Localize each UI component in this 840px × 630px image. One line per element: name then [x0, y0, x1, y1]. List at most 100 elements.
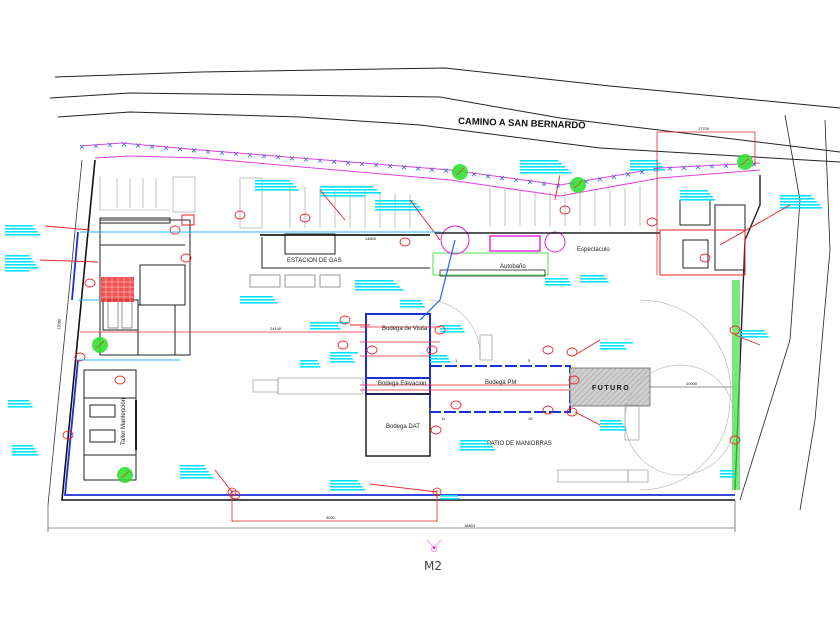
autobano-area — [432, 225, 660, 277]
fence-x-mark — [163, 145, 169, 151]
annotation-text-line — [400, 306, 425, 308]
callout-marker — [542, 405, 554, 415]
taller-label: Taller Mantención — [121, 398, 127, 445]
blue-pipe — [419, 239, 456, 321]
red-callouts — [39, 174, 791, 500]
gas-station-label: ESTACION DE GAS — [287, 258, 342, 264]
annotation-text-line — [12, 454, 39, 456]
annotation-text-line — [375, 200, 414, 202]
water-line — [78, 231, 440, 361]
callout-marker — [169, 225, 181, 235]
annotation-text-line — [520, 169, 569, 171]
annotation-text-line — [355, 280, 394, 282]
annotations — [5, 160, 823, 500]
view-marker — [426, 539, 442, 552]
annotation-text-line — [310, 328, 341, 330]
annotation-text-line — [240, 302, 278, 304]
annotation-text-line — [355, 283, 397, 285]
fence-marks — [79, 141, 757, 189]
fence-x-mark — [149, 144, 155, 149]
annotation-text-line — [255, 180, 290, 182]
trucks — [252, 334, 649, 483]
annotation-text-line — [300, 360, 318, 362]
bodega-elevacion-label: Bodega Elevacion — [378, 381, 426, 387]
dimension-top-right-label: 17700 — [698, 126, 710, 131]
annotation-text-line — [600, 342, 633, 344]
annotation-text-line — [740, 330, 765, 332]
fence-x-mark — [639, 169, 645, 175]
annotation-text-line — [330, 489, 366, 491]
annotation-text-line — [630, 169, 666, 171]
espectaculo-label: Espectaculo — [577, 247, 610, 253]
annotation-text-line — [460, 440, 488, 442]
annotation-text-line — [5, 258, 32, 260]
fence-x-mark — [331, 159, 337, 165]
mid-dimension-label: 24140 — [270, 326, 282, 331]
annotation-text-line — [520, 166, 566, 168]
annotation-text-line — [440, 495, 458, 497]
fence-x-mark — [499, 175, 505, 181]
annotation-text-line — [600, 345, 625, 347]
callout-marker — [234, 210, 246, 220]
fence-x-mark — [359, 161, 365, 167]
annotation-text-line — [600, 423, 623, 425]
annotation-text-line — [440, 331, 465, 333]
callout-marker — [337, 340, 349, 350]
annotation-text-line — [310, 322, 348, 324]
tree-trunk-icon — [740, 157, 750, 166]
fence-x-mark — [625, 172, 631, 177]
annotation-text-line — [630, 166, 663, 168]
fence-x-mark — [401, 165, 407, 170]
annotation-text-line — [12, 451, 37, 453]
callout-marker — [180, 253, 192, 263]
bodega-dat-label: Bodega DAT — [386, 424, 420, 430]
annotation-text-line — [310, 325, 338, 327]
annotation-text-line — [330, 361, 355, 363]
grid-label-1: 1 — [455, 358, 458, 363]
annotation-text-line — [8, 400, 29, 402]
right-red-outline — [659, 229, 746, 276]
annotation-text-line — [180, 465, 205, 467]
annotation-text-line — [460, 446, 493, 448]
red-grid-lines — [101, 277, 134, 302]
annotation-text-line — [5, 264, 36, 266]
road — [49, 67, 840, 163]
annotation-text-line — [520, 172, 572, 174]
annotation-text-line — [300, 366, 321, 368]
dimension-red-bottom — [227, 487, 442, 522]
annotation-text-line — [545, 284, 572, 286]
fence-x-mark — [513, 177, 519, 183]
annotation-text-line — [440, 498, 459, 500]
fence-x-mark — [723, 163, 729, 168]
fence-x-mark — [681, 165, 687, 171]
callout-marker — [568, 375, 580, 385]
callout-marker — [566, 407, 578, 417]
annotation-text-line — [430, 355, 448, 357]
trees — [92, 154, 753, 483]
annotation-text-line — [255, 186, 296, 188]
callout-marker — [434, 325, 446, 335]
patio-label: PATIO DE MANIOBRAS — [487, 441, 552, 447]
annotation-text-line — [680, 196, 713, 198]
callout-leader — [214, 469, 233, 493]
fence-x-mark — [541, 181, 547, 187]
callout-marker — [450, 400, 462, 410]
fence-x-mark — [443, 168, 449, 173]
fence-x-mark — [597, 176, 603, 182]
tree-trunk-icon — [120, 470, 130, 479]
callout-marker — [74, 352, 86, 362]
fence-x-mark — [247, 152, 253, 158]
callout-leader — [554, 174, 561, 201]
grid-label-11: 11 — [441, 416, 446, 421]
fence-x-mark — [289, 156, 295, 161]
gas-dimension-label: 14800 — [365, 236, 377, 241]
annotation-text-line — [330, 352, 359, 354]
annotation-text-line — [180, 471, 209, 473]
annotation-text-line — [720, 476, 737, 478]
annotation-text-line — [520, 160, 559, 162]
annotation-text-line — [400, 300, 421, 302]
annotation-text-line — [5, 228, 36, 230]
fence-x-mark — [121, 141, 127, 147]
callout-marker — [542, 345, 554, 355]
annotation-text-line — [780, 195, 812, 197]
